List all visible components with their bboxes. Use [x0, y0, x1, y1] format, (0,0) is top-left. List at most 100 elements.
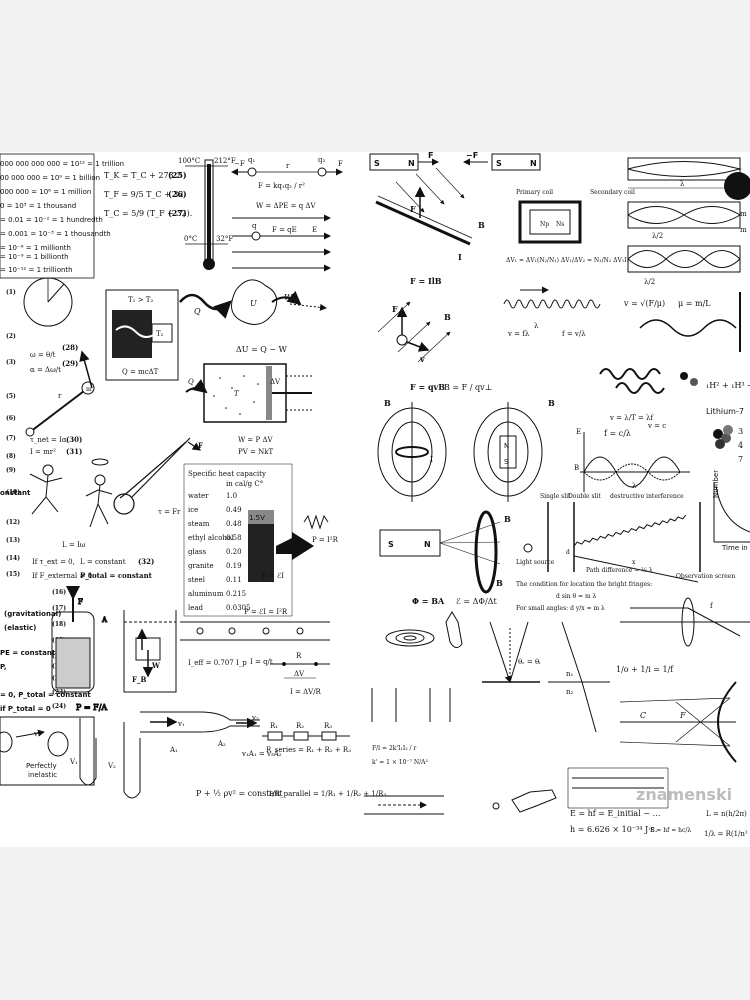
svg-text:f = c/λ: f = c/λ — [604, 429, 631, 438]
svg-text:λ: λ — [534, 322, 539, 330]
svg-text:granite: granite — [188, 562, 214, 570]
svg-text:(25): (25) — [168, 170, 187, 180]
heat-transfer-box: T₁ > T₂ T₂ Q = mcΔT — [105, 289, 179, 381]
svg-text:1/λ = R(1/n² …): 1/λ = R(1/n² …) — [704, 830, 750, 838]
svg-text:f = v/λ: f = v/λ — [562, 330, 586, 338]
svg-text:h = 6.626 × 10⁻³⁴ J·s.: h = 6.626 × 10⁻³⁴ J·s. — [570, 825, 657, 834]
svg-text:steel: steel — [188, 576, 206, 584]
svg-text:ΔV₁ = ΔV₁(N₂/N₁) ΔV₁/ΔV₂ = N₁: ΔV₁ = ΔV₁(N₂/N₁) ΔV₁/ΔV₂ = N₁/N₂ ΔV₁I₁ ≤… — [506, 257, 654, 264]
svg-text:32°F: 32°F — [216, 235, 233, 243]
svg-text:ΔV: ΔV — [270, 378, 281, 386]
svg-text:R₂: R₂ — [296, 722, 304, 730]
svg-text:μ = m/L: μ = m/L — [678, 299, 711, 308]
svg-text:P_total = constant: P_total = constant — [80, 571, 153, 580]
svg-text:B = F / qv⊥: B = F / qv⊥ — [444, 383, 492, 392]
svg-text:T_C = 5/9 (T_F − 32).: T_C = 5/9 (T_F − 32). — [104, 209, 192, 218]
collision-diagram — [0, 716, 95, 786]
svg-text:R₃: R₃ — [324, 722, 332, 730]
svg-text:T: T — [234, 390, 240, 398]
svg-text:1.0: 1.0 — [226, 492, 237, 500]
svg-text:(3): (3) — [6, 359, 16, 366]
svg-text:A: A — [101, 616, 108, 624]
svg-text:v = c: v = c — [647, 422, 666, 430]
svg-text:F: F — [78, 598, 83, 606]
svg-text:(12): (12) — [6, 519, 20, 526]
svg-text:The condition for location the: The condition for location the bright fr… — [516, 581, 652, 588]
svg-text:F: F — [338, 160, 343, 168]
svg-text:destructive interference: destructive interference — [610, 493, 684, 500]
svg-text:(5): (5) — [6, 393, 16, 400]
svg-text:L = n(h/2π): L = n(h/2π) — [706, 810, 747, 818]
svg-text:I: I — [458, 252, 462, 262]
svg-text:N: N — [530, 159, 537, 168]
power-row: 0 = 10³ = 1 thousand — [0, 202, 76, 210]
svg-text:R_series = R₁ + R₂ + R₃: R_series = R₁ + R₂ + R₃ — [266, 746, 351, 754]
svg-text:(18): (18) — [52, 621, 66, 628]
svg-text:100°C: 100°C — [178, 157, 200, 165]
rotation-formulas: ω = θ/t (28) α = Δω/t (29) m r τ_net = I… — [25, 343, 203, 580]
svg-text:W: W — [151, 661, 160, 670]
field-loops-diagram: B B I N S — [377, 398, 555, 502]
svg-text:λ/2: λ/2 — [644, 278, 655, 286]
svg-text:B: B — [496, 578, 503, 588]
svg-text:F = IlB: F = IlB — [410, 276, 442, 286]
thermometer-diagram: 100°C 212°F 0°C 32°F — [178, 157, 236, 270]
svg-text:(17): (17) — [52, 605, 66, 612]
svg-text:F: F — [392, 304, 398, 314]
svg-text:I: I — [430, 455, 433, 464]
svg-text:0.19: 0.19 — [226, 562, 242, 570]
svg-text:f: f — [710, 602, 714, 610]
svg-text:λ: λ — [680, 180, 685, 188]
continuity-pipe-diagram: v₁ v₂ A₁ A₂ v₁A₁ = v₂A₂ P + ½ ρv² = cons… — [140, 711, 283, 798]
svg-text:0.58: 0.58 — [226, 534, 242, 542]
svg-text:(elastic): (elastic) — [4, 624, 36, 632]
svg-text:ΔV: ΔV — [294, 670, 305, 678]
physics-formula-sheet: 000 000 000 000 = 10¹² = 1 trillion 00 0… — [0, 152, 750, 847]
svg-text:−F: −F — [234, 160, 245, 168]
svg-text:3: 3 — [738, 427, 743, 436]
svg-text:S: S — [504, 458, 509, 466]
svg-text:P = I²R: P = I²R — [312, 536, 339, 544]
concave-mirror-diagram: C F — [619, 681, 737, 763]
wrench-illustration — [113, 437, 201, 515]
svg-text:q₁: q₁ — [248, 156, 255, 164]
svg-text:7: 7 — [738, 455, 743, 464]
svg-text:V₂: V₂ — [107, 762, 116, 770]
magnetic-flux-diagram: Φ = BA ℰ = ΔΦ/Δt — [385, 596, 497, 648]
svg-text:= 0, P_total = constant: = 0, P_total = constant — [0, 691, 91, 699]
svg-text:B: B — [444, 312, 451, 322]
battery-power-diagram: 1.5V P = I²R P = ℰI P = ℰI = I²R — [244, 510, 339, 616]
svg-text:₁H²: ₁H² — [706, 381, 719, 390]
power-row: = 10⁻¹² = 1 trillionth — [0, 266, 73, 274]
svg-text:(31): (31) — [66, 447, 82, 456]
svg-text:v = √(F/μ): v = √(F/μ) — [623, 299, 665, 308]
svg-text:Q: Q — [188, 378, 194, 386]
nuclear-fusion: m m ₁H² + ₁H³ → Lithium-7 3 4 7 — [706, 172, 750, 464]
svg-text:E: E — [576, 428, 581, 436]
svg-text:−F: −F — [466, 152, 478, 160]
svg-text:T₁ > T₂: T₁ > T₂ — [128, 296, 153, 304]
svg-text:F/l = 2k'I₁I₂ / r: F/l = 2k'I₁I₂ / r — [372, 745, 416, 752]
svg-text:T_K = T_C + 273.2: T_K = T_C + 273.2 — [104, 171, 181, 180]
svg-text:F_B: F_B — [132, 675, 146, 684]
svg-text:B: B — [384, 398, 391, 408]
svg-text:Ns: Ns — [556, 221, 564, 228]
svg-text:(gravitational): (gravitational) — [4, 610, 61, 618]
svg-text:B: B — [548, 398, 555, 408]
svg-text:N: N — [424, 540, 431, 549]
svg-text:steam: steam — [188, 520, 210, 528]
powers-of-ten-list: 000 000 000 000 = 10¹² = 1 trillion 00 0… — [0, 153, 124, 279]
svg-text:v = λ/T = λf: v = λ/T = λf — [609, 414, 654, 422]
svg-text:E = hf = hc/λ: E = hf = hc/λ — [650, 827, 691, 834]
svg-text:S: S — [388, 540, 394, 549]
svg-text:P,: P, — [0, 663, 7, 671]
svg-text:U: U — [250, 299, 257, 308]
buoyancy-beaker: W F_B — [123, 610, 177, 693]
svg-text:If τ_ext = 0,: If τ_ext = 0, — [32, 558, 75, 566]
svg-text:F = qvB: F = qvB — [410, 382, 445, 392]
svg-text:N: N — [504, 442, 509, 450]
svg-text:W: W — [284, 293, 293, 302]
svg-text:in cal/g C°: in cal/g C° — [226, 480, 263, 488]
svg-text:(2): (2) — [6, 333, 16, 340]
svg-text:Observation screen: Observation screen — [676, 573, 735, 580]
